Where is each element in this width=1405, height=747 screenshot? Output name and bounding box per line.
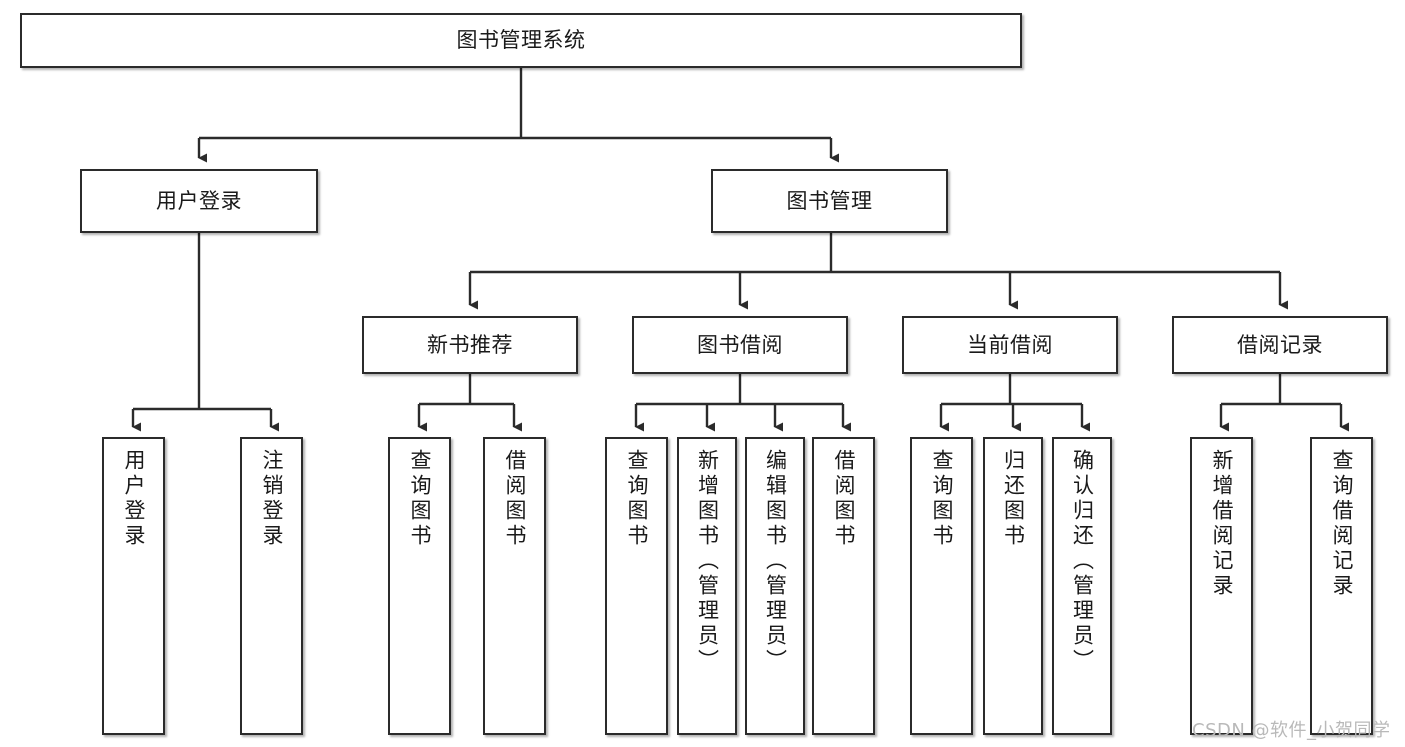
node-leaf-borrow-book-a[interactable]: 借阅图书 [483, 437, 546, 735]
node-leaf-query-book-a[interactable]: 查询图书 [388, 437, 451, 735]
node-label-book-borrowing: 图书借阅 [697, 332, 783, 357]
node-leaf-user-login[interactable]: 用户登录 [102, 437, 165, 735]
node-label-borrowing-record: 借阅记录 [1237, 332, 1323, 357]
node-label-new-book-recommendation: 新书推荐 [427, 332, 513, 357]
node-root-system[interactable]: 图书管理系统 [20, 13, 1022, 68]
node-label-leaf-add-record: 新增借阅记录 [1210, 449, 1234, 599]
node-label-leaf-query-book-a: 查询图书 [408, 449, 432, 549]
node-label-leaf-borrow-book-a: 借阅图书 [503, 449, 527, 549]
node-book-borrowing[interactable]: 图书借阅 [632, 316, 848, 374]
node-leaf-confirm-return[interactable]: 确认归还（管理员） [1052, 437, 1112, 735]
node-label-leaf-query-record: 查询借阅记录 [1330, 449, 1354, 599]
node-label-leaf-user-login: 用户登录 [122, 449, 146, 549]
node-user-login[interactable]: 用户登录 [80, 169, 318, 233]
node-leaf-borrow-book-b[interactable]: 借阅图书 [812, 437, 875, 735]
node-leaf-query-book-b[interactable]: 查询图书 [605, 437, 668, 735]
node-label-leaf-query-book-c: 查询图书 [930, 449, 954, 549]
node-new-book-recommendation[interactable]: 新书推荐 [362, 316, 578, 374]
node-label-leaf-borrow-book-b: 借阅图书 [832, 449, 856, 549]
node-book-management[interactable]: 图书管理 [711, 169, 948, 233]
node-current-borrowing[interactable]: 当前借阅 [902, 316, 1118, 374]
node-label-book-management: 图书管理 [786, 188, 873, 213]
csdn-watermark: CSDN @软件_小贺同学 [1192, 720, 1391, 741]
node-leaf-add-record[interactable]: 新增借阅记录 [1190, 437, 1253, 735]
node-leaf-edit-book[interactable]: 编辑图书（管理员） [745, 437, 805, 735]
node-label-leaf-query-book-b: 查询图书 [625, 449, 649, 549]
node-borrowing-record[interactable]: 借阅记录 [1172, 316, 1388, 374]
node-leaf-query-book-c[interactable]: 查询图书 [910, 437, 973, 735]
node-label-leaf-confirm-return: 确认归还（管理员） [1070, 449, 1095, 674]
node-leaf-query-record[interactable]: 查询借阅记录 [1310, 437, 1373, 735]
node-label-user-login: 用户登录 [156, 188, 242, 213]
node-leaf-logout[interactable]: 注销登录 [240, 437, 303, 735]
node-label-leaf-edit-book: 编辑图书（管理员） [763, 449, 788, 674]
node-label-root-system: 图书管理系统 [456, 28, 586, 53]
node-leaf-add-book[interactable]: 新增图书（管理员） [677, 437, 737, 735]
node-label-leaf-add-book: 新增图书（管理员） [695, 449, 720, 674]
node-label-leaf-return-book: 归还图书 [1001, 449, 1026, 549]
node-leaf-return-book[interactable]: 归还图书 [983, 437, 1043, 735]
node-label-leaf-logout: 注销登录 [260, 449, 284, 549]
node-label-current-borrowing: 当前借阅 [967, 332, 1053, 357]
